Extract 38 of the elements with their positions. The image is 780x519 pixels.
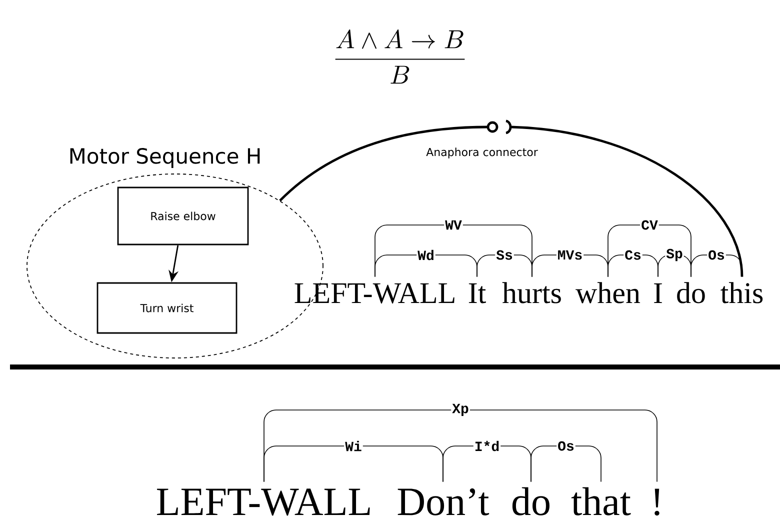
edge-label: Anaphora connector	[425, 146, 539, 160]
word: do	[677, 282, 705, 304]
link-arc	[264, 410, 658, 482]
title-formula: $\frac{A \land A \to B}{B}$	[335, 30, 465, 84]
link-arc	[608, 254, 658, 278]
group-heading: Motor Sequence H	[70, 148, 260, 168]
link-label: Wi	[344, 440, 363, 452]
word: Don’t	[398, 488, 490, 516]
link-arc	[374, 254, 478, 278]
word: LEFT-WALL	[157, 488, 370, 516]
link-arc	[530, 446, 602, 482]
word: do	[512, 487, 550, 516]
word: this	[720, 282, 763, 304]
process-box: Raise elbow	[117, 186, 249, 246]
link-label: Wd	[416, 248, 436, 262]
link-arc	[476, 254, 532, 278]
link-label: Sp	[665, 248, 684, 262]
link-arc	[658, 254, 692, 278]
word: when	[576, 282, 640, 304]
link-label: Ss	[495, 249, 514, 261]
link-label: Os	[556, 440, 576, 452]
link-label: WV	[444, 219, 463, 231]
anaphora-arc	[279, 126, 744, 277]
word: hurts	[502, 282, 561, 304]
link-label: Cs	[624, 249, 642, 261]
link-label: Os	[707, 249, 726, 261]
link-label: CV	[640, 219, 659, 231]
link-label: MVs	[556, 249, 584, 261]
word: that	[571, 487, 631, 516]
word: LEFT-WALL	[294, 283, 454, 304]
word: I	[654, 283, 662, 303]
word: !	[654, 488, 660, 516]
link-arc	[264, 446, 444, 482]
process-box: Turn wrist	[96, 282, 238, 334]
link-label: I*d	[473, 440, 501, 452]
link-label: Xp	[451, 402, 470, 418]
word: It	[468, 283, 486, 304]
link-arc	[690, 254, 742, 278]
